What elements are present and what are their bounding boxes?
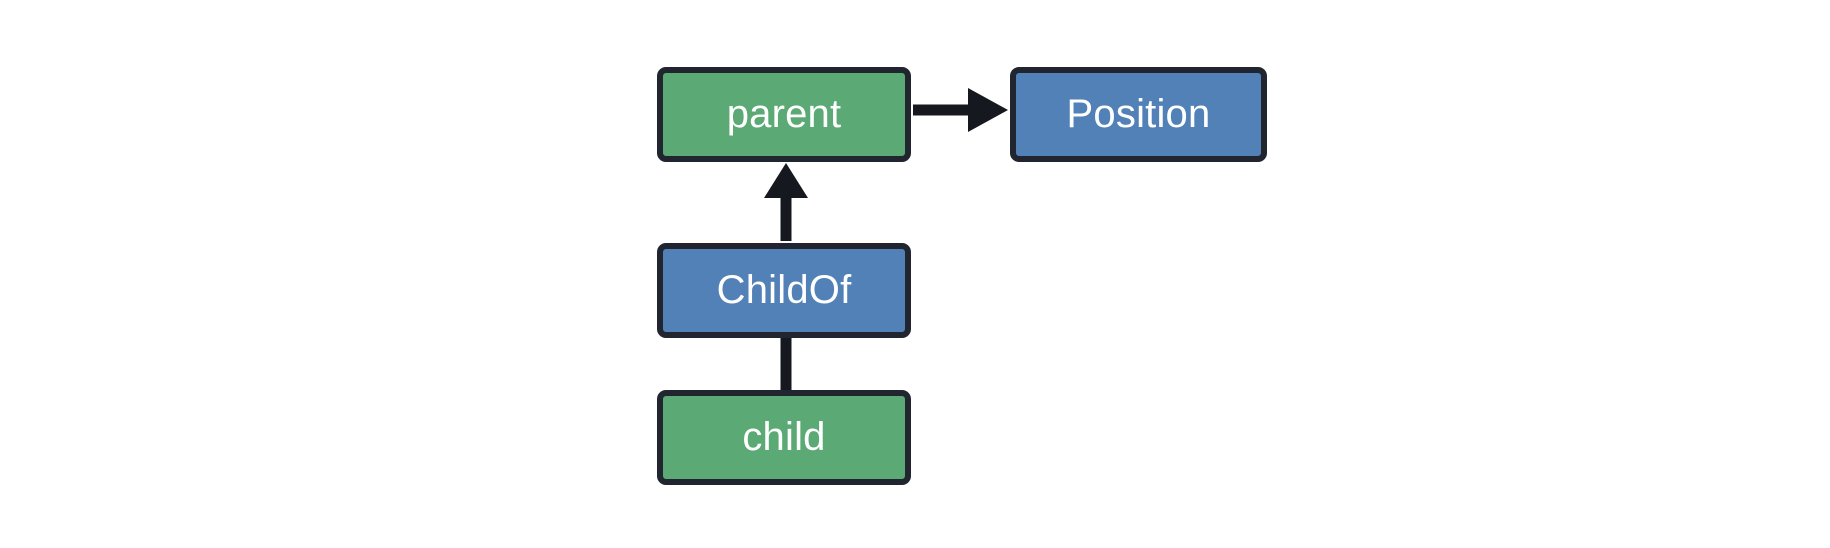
node-position-label: Position: [1066, 91, 1211, 136]
node-parent-label: parent: [726, 91, 842, 136]
node-childof-label: ChildOf: [716, 267, 852, 312]
node-childof[interactable]: ChildOf: [657, 243, 911, 338]
node-parent[interactable]: parent: [657, 67, 911, 162]
edge-parent-to-position: [913, 88, 1008, 132]
node-child-label: child: [742, 414, 826, 459]
edge-childof-to-parent: [764, 163, 808, 241]
edge-parent-to-position-arrowhead: [968, 88, 1008, 132]
node-position[interactable]: Position: [1010, 67, 1267, 162]
node-child[interactable]: child: [657, 390, 911, 485]
edge-childof-to-parent-arrowhead: [764, 163, 808, 198]
